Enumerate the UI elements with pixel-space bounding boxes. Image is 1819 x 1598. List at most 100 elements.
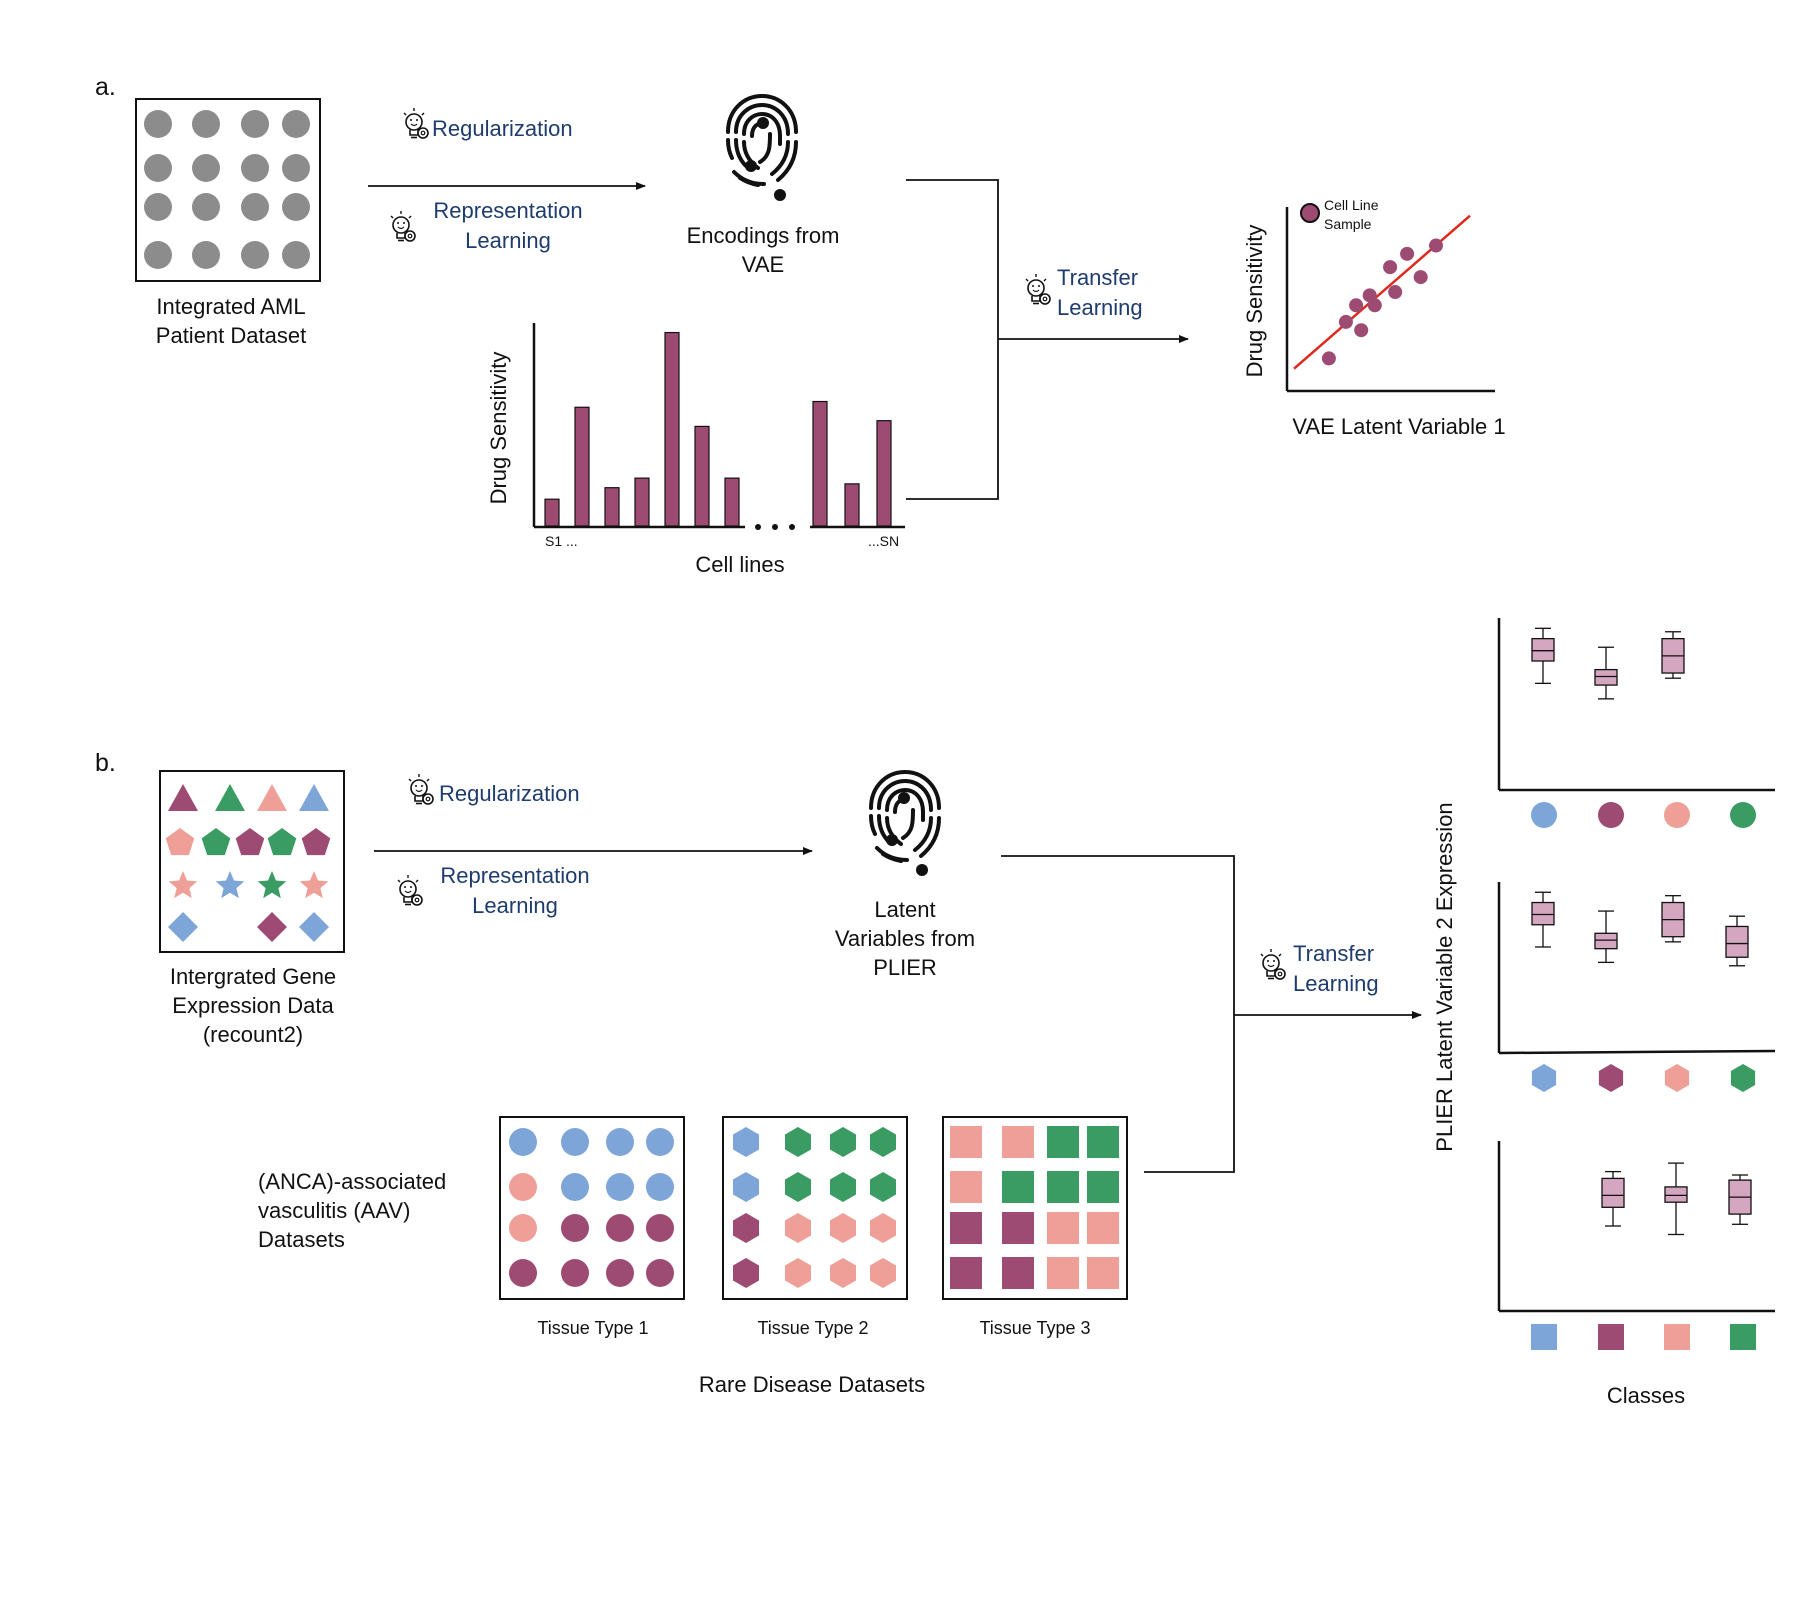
cell-line-sample-point	[1367, 298, 1382, 313]
circle-marker	[1598, 802, 1624, 828]
drug-sensitivity-bar	[694, 425, 710, 527]
drug-sensitivity-bar	[634, 477, 650, 527]
a-transfer-label-line2: Learning	[1057, 295, 1143, 320]
boxplot-box	[1594, 668, 1618, 686]
recount2-dataset-grid	[159, 770, 345, 953]
square-marker	[1087, 1126, 1119, 1158]
boxplot-box	[1664, 1186, 1688, 1203]
boxplot-stack	[1497, 618, 1776, 1350]
drug-sensitivity-bar	[812, 400, 828, 527]
idea-gear-icon	[1260, 948, 1286, 980]
hexagon-marker	[785, 1213, 811, 1243]
square-marker	[1047, 1171, 1079, 1203]
diamond-marker	[299, 912, 329, 942]
idea-gear-icon	[408, 773, 434, 805]
idea-gear-icon	[390, 210, 416, 242]
cell-line-sample-point	[1413, 270, 1428, 285]
circle-marker	[1730, 802, 1756, 828]
plier-label-line3: PLIER	[873, 955, 937, 980]
grey-sample-dot	[192, 241, 220, 269]
boxplot-box	[1725, 925, 1749, 958]
boxplot-panel	[1497, 882, 1776, 1092]
boxplot-panel	[1497, 1141, 1775, 1350]
pentagon-marker	[267, 828, 297, 856]
cell-line-sample-point	[1383, 260, 1398, 275]
circle-marker	[509, 1259, 537, 1287]
star-marker	[257, 871, 287, 899]
grey-sample-dot	[241, 193, 269, 221]
square-marker	[950, 1257, 982, 1289]
grey-sample-dot	[144, 241, 172, 269]
aml-dataset-label-line2: Patient Dataset	[156, 323, 306, 348]
b-representation-label-line2: Learning	[472, 893, 558, 918]
fingerprint-node-icon	[757, 117, 769, 129]
grey-sample-dot	[241, 110, 269, 138]
hexagon-marker	[785, 1172, 811, 1202]
hexagon-marker	[870, 1172, 896, 1202]
scatter-xlabel: VAE Latent Variable 1	[1292, 414, 1505, 439]
drug-sensitivity-bar	[544, 498, 560, 527]
hexagon-marker	[785, 1127, 811, 1157]
diamond-marker	[168, 912, 198, 942]
circle-marker	[509, 1128, 537, 1156]
aml-dataset-grid	[135, 98, 321, 282]
hexagon-marker	[733, 1258, 759, 1288]
square-marker	[1047, 1257, 1079, 1289]
circle-marker	[606, 1259, 634, 1287]
bar-chart-tick-first: S1 ...	[545, 533, 578, 549]
hexagon-marker	[830, 1213, 856, 1243]
square-marker	[1087, 1212, 1119, 1244]
b-merge-connector	[1001, 855, 1235, 1173]
bar-chart-tick-last: ...SN	[868, 533, 899, 549]
square-marker	[950, 1126, 982, 1158]
grey-sample-dot	[192, 193, 220, 221]
diamond-marker	[257, 912, 287, 942]
drug-sensitivity-bar	[664, 331, 680, 527]
trend-line	[1293, 214, 1471, 370]
grey-sample-dot	[192, 110, 220, 138]
triangle-marker	[257, 784, 287, 811]
grey-sample-dot	[144, 110, 172, 138]
vae-encodings-label-line2: VAE	[742, 252, 784, 277]
cell-line-sample-point	[1400, 246, 1415, 261]
boxplot-box	[1594, 932, 1618, 950]
a-regularization-label: Regularization	[432, 116, 573, 141]
a-merge-connector	[906, 179, 999, 500]
aav-label-line3: Datasets	[258, 1227, 345, 1252]
grey-sample-dot	[282, 110, 310, 138]
cell-line-sample-point	[1354, 323, 1369, 338]
triangle-marker	[299, 784, 329, 811]
grey-sample-dot	[282, 241, 310, 269]
plier-label-line1: Latent	[874, 897, 935, 922]
fingerprint-node-icon	[916, 864, 928, 876]
drug-sensitivity-bar	[724, 477, 740, 527]
grey-sample-dot	[241, 241, 269, 269]
square-marker	[1531, 1324, 1557, 1350]
hexagon-marker	[870, 1258, 896, 1288]
pentagon-marker	[235, 828, 265, 856]
pentagon-marker	[165, 828, 195, 856]
cell-line-sample-point	[1349, 298, 1364, 313]
cell-line-sample-point	[1338, 314, 1353, 329]
hexagon-marker	[785, 1258, 811, 1288]
b-transfer-label-line2: Learning	[1293, 971, 1379, 996]
panel-b-tag: b.	[95, 749, 116, 777]
aml-dataset-frame	[135, 98, 321, 282]
bar-chart-xlabel: Cell lines	[695, 552, 784, 577]
star-marker	[215, 871, 245, 899]
vae-encodings-label-line1: Encodings from	[687, 223, 840, 248]
square-marker	[1598, 1324, 1624, 1350]
boxplot-ylabel: PLIER Latent Variable 2 Expression	[1432, 802, 1457, 1151]
boxplot-box	[1531, 637, 1555, 662]
boxplot-box	[1531, 901, 1555, 926]
drug-sensitivity-bar	[876, 420, 892, 527]
a-representation-label-line2: Learning	[465, 228, 551, 253]
hexagon-marker	[733, 1127, 759, 1157]
circle-marker	[606, 1214, 634, 1242]
grey-sample-dot	[144, 154, 172, 182]
aav-label-line2: vasculitis (AAV)	[258, 1198, 410, 1223]
square-marker	[1087, 1171, 1119, 1203]
triangle-marker	[168, 784, 198, 811]
star-marker	[168, 871, 198, 899]
square-marker	[1002, 1126, 1034, 1158]
